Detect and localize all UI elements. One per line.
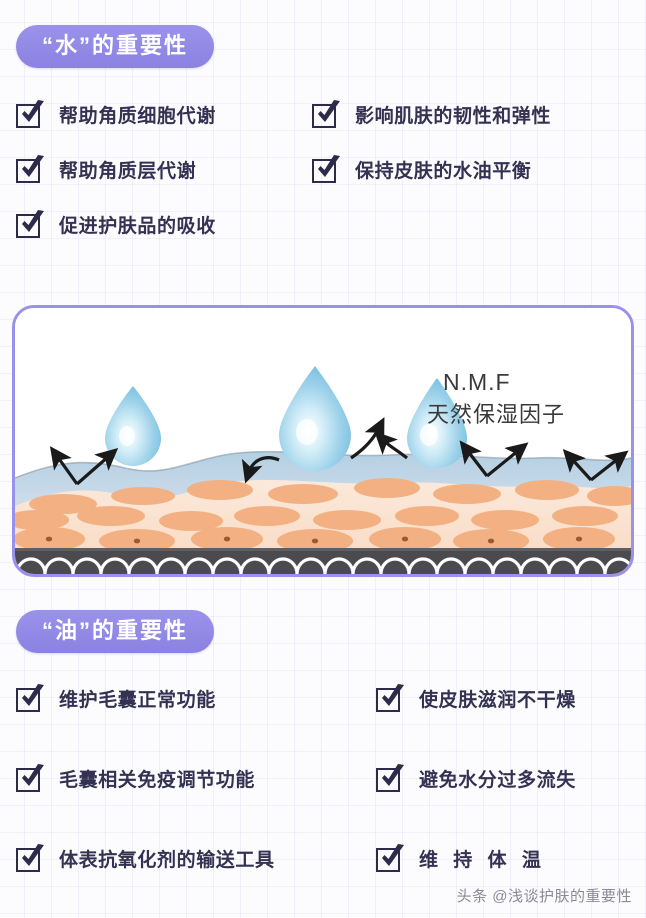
list-item: 促进护肤品的吸收 [16,210,312,240]
water-droplet-right [407,378,467,468]
list-item-label: 帮助角质细胞代谢 [59,105,216,127]
list-item: 帮助角质层代谢 [16,155,312,185]
checkmark-icon [22,684,44,706]
water-droplet-left [105,386,161,466]
checkmark-icon [22,844,44,866]
checkbox-checked-icon [16,764,44,794]
nmf-abbrev-label: N.M.F [443,369,511,395]
oil-benefits-list: 维护毛囊正常功能 使皮肤滋润不干燥 毛囊相关免疫调节功能 [16,684,636,874]
list-item-label: 避免水分过多流失 [419,769,576,791]
checkmark-icon [22,764,44,786]
checkmark-icon [382,764,404,786]
checkbox-checked-icon [16,844,44,874]
list-item-label: 使皮肤滋润不干燥 [419,689,576,711]
list-item-label: 影响肌肤的韧性和弹性 [355,105,552,127]
skin-cells-lower [15,527,615,553]
footer-watermark: 头条 @浅谈护肤的重要性 [456,888,632,905]
skin-cells-middle [15,506,618,531]
skin-cells-upper [29,478,631,514]
checkbox-checked-icon [16,155,44,185]
checkmark-icon [318,100,340,122]
checkmark-icon [382,844,404,866]
checkmark-icon [22,100,44,122]
list-item-label: 维护毛囊正常功能 [59,689,216,711]
checkbox-checked-icon [16,100,44,130]
list-item: 维护毛囊正常功能 [16,684,376,714]
list-item-label: 帮助角质层代谢 [59,160,197,182]
list-item: 保持皮肤的水油平衡 [312,155,632,185]
cell-nuclei [45,536,583,544]
evaporation-arrows [49,417,629,486]
list-item: 毛囊相关免疫调节功能 [16,764,376,794]
water-section-header: “水”的重要性 [16,25,215,69]
checkmark-icon [22,210,44,232]
checkbox-checked-icon [376,684,404,714]
list-item-label: 维 持 体 温 [419,849,546,871]
checkbox-checked-icon [376,844,404,874]
checkmark-icon [22,155,44,177]
list-item: 体表抗氧化剂的输送工具 [16,844,376,874]
oil-section-title: “油”的重要性 [16,610,215,654]
skin-cross-section-illustration: N.M.F 天然保湿因子 [15,308,631,574]
water-benefits-list: 帮助角质细胞代谢 影响肌肤的韧性和弹性 帮助角质层代谢 [16,100,636,240]
list-item-label: 毛囊相关免疫调节功能 [59,769,256,791]
checkbox-checked-icon [16,684,44,714]
list-item: 避免水分过多流失 [376,764,636,794]
checkbox-checked-icon [16,210,44,240]
checkmark-icon [318,155,340,177]
list-item: 使皮肤滋润不干燥 [376,684,636,714]
water-droplet-center [279,366,351,471]
checkbox-checked-icon [312,155,340,185]
checkbox-checked-icon [376,764,404,794]
basal-scallops [15,557,631,574]
list-item-label: 促进护肤品的吸收 [59,215,216,237]
list-item: 维 持 体 温 [376,844,636,874]
water-section-title: “水”的重要性 [16,25,215,69]
nmf-full-label: 天然保湿因子 [427,402,565,427]
checkbox-checked-icon [312,100,340,130]
oil-section-header: “油”的重要性 [16,610,215,654]
list-item: 帮助角质细胞代谢 [16,100,312,130]
list-item: 影响肌肤的韧性和弹性 [312,100,632,130]
list-item-label: 保持皮肤的水油平衡 [355,160,532,182]
skin-diagram-panel: N.M.F 天然保湿因子 [12,305,634,577]
checkmark-icon [382,684,404,706]
list-item-label: 体表抗氧化剂的输送工具 [59,849,275,871]
